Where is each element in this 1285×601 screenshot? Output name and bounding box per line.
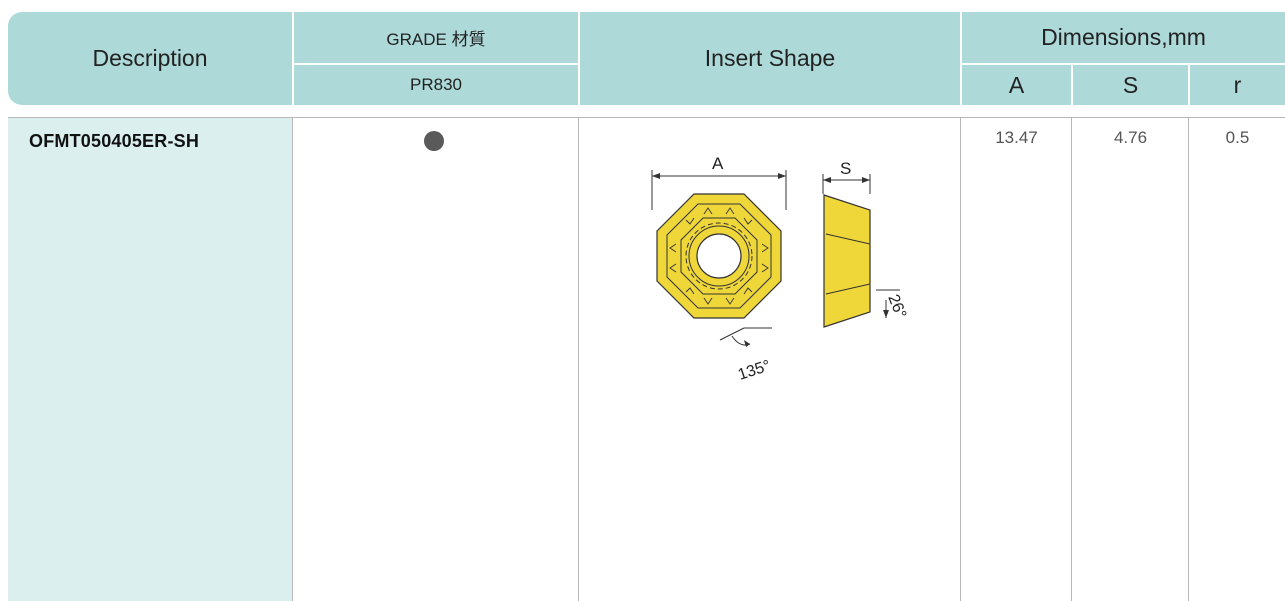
header-dimensions-label: Dimensions,mm [1041,24,1206,50]
header-insert-shape-label: Insert Shape [704,45,836,71]
description-cell [8,118,292,601]
angle-135-label: 135° [736,357,773,383]
product-code: OFMT050405ER-SH [29,131,200,151]
header-dim-a: A [962,65,1071,105]
header-grade: GRADE 材質 [294,12,578,63]
header-dim-r: r [1190,65,1285,105]
header-insert-shape: Insert Shape [580,12,960,105]
insert-shape-diagram: A S 135° 26° [651,154,909,384]
header-dimensions: Dimensions,mm [962,12,1285,63]
value-s: 4.76 [1113,128,1148,147]
header-grade-name: PR830 [294,65,578,105]
header-description: Description [8,12,292,105]
header-dim-r-label: r [1233,71,1242,98]
col-divider-3 [960,118,961,601]
header-grade-name-label: PR830 [410,75,462,94]
grade-availability-dot [424,131,444,151]
header-dim-a-label: A [1008,71,1025,98]
dimension-a-label: A [712,154,724,173]
header-description-label: Description [92,45,208,71]
dimension-s-label: S [840,159,851,178]
col-divider-5 [1188,118,1189,601]
col-divider-1 [292,118,293,601]
header-grade-label: GRADE 材質 [386,30,486,49]
value-a: 13.47 [995,128,1038,147]
header-dim-s-label: S [1122,71,1139,98]
col-divider-2 [578,118,579,601]
value-r: 0.5 [1225,128,1250,147]
row-top-border [8,117,1285,118]
header-dim-s: S [1073,65,1188,105]
insert-side-view [823,194,871,328]
angle-26-label: 26° [884,292,909,321]
col-divider-4 [1071,118,1072,601]
